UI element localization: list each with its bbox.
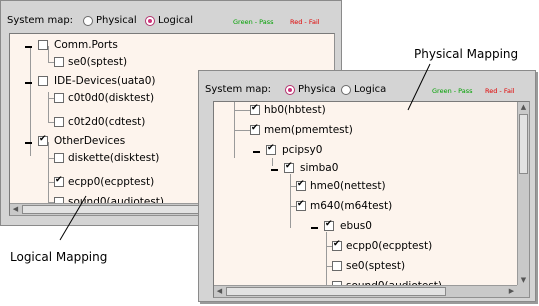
tree-row-label: IDE-Devices(uata0) bbox=[54, 75, 156, 87]
tree-row-label: c0t0d0(disktest) bbox=[68, 92, 155, 104]
physical-mapping-callout: Physical Mapping bbox=[414, 47, 519, 61]
tree-row-label: m640(m64test) bbox=[310, 200, 393, 212]
scroll-up-icon[interactable]: ▲ bbox=[520, 103, 527, 111]
system-map-header: System map: Physica Logica Green - Pass … bbox=[205, 82, 529, 100]
tree-row-label: Comm.Ports bbox=[54, 39, 118, 51]
collapse-toggle-icon[interactable] bbox=[24, 138, 33, 147]
collapse-toggle-icon[interactable] bbox=[252, 147, 261, 156]
checkbox-checked[interactable] bbox=[296, 199, 306, 211]
physical-mapping-window: System map: Physica Logica Green - Pass … bbox=[198, 70, 536, 302]
checkbox-checked[interactable] bbox=[250, 103, 260, 115]
checkbox-checked[interactable] bbox=[332, 239, 342, 251]
tree-row-label: hme0(nettest) bbox=[310, 180, 386, 192]
scrollbar-corner bbox=[517, 285, 529, 297]
checkbox[interactable] bbox=[38, 40, 48, 50]
physical-radio[interactable] bbox=[285, 85, 295, 95]
horizontal-scrollbar[interactable]: ◀ ▶ bbox=[214, 285, 517, 297]
checkbox[interactable] bbox=[54, 117, 64, 127]
collapse-toggle-icon[interactable] bbox=[24, 78, 33, 87]
tree-row-label: ecpp0(ecpptest) bbox=[346, 240, 433, 252]
checkbox-checked[interactable] bbox=[296, 179, 306, 191]
checkbox[interactable] bbox=[54, 153, 64, 163]
physical-device-tree[interactable]: hb0(hbtest) mem(pmemtest) pcipsy0 simba0… bbox=[213, 101, 530, 298]
tree-row-label: mem(pmemtest) bbox=[264, 124, 353, 136]
scroll-left-icon[interactable]: ◀ bbox=[12, 205, 19, 213]
tree-row-label: c0t2d0(cdtest) bbox=[68, 116, 146, 128]
checkbox-checked[interactable] bbox=[38, 134, 48, 146]
collapse-toggle-icon[interactable] bbox=[270, 165, 279, 174]
legend-fail: Red - Fail bbox=[485, 87, 515, 95]
logical-radio[interactable] bbox=[145, 16, 155, 26]
system-map-label: System map: bbox=[205, 84, 272, 95]
collapse-toggle-icon[interactable] bbox=[24, 42, 33, 51]
legend-pass: Green - Pass bbox=[432, 87, 473, 95]
tree-row-label: diskette(disktest) bbox=[68, 152, 160, 164]
physical-radio-label: Physical bbox=[96, 15, 137, 26]
checkbox[interactable] bbox=[54, 57, 64, 67]
checkbox-checked[interactable] bbox=[250, 123, 260, 135]
vertical-scroll-thumb[interactable] bbox=[519, 114, 528, 174]
checkbox[interactable] bbox=[54, 93, 64, 103]
horizontal-scroll-thumb[interactable] bbox=[226, 287, 446, 296]
tree-row-label: OtherDevices bbox=[54, 135, 126, 147]
system-map-header: System map: Physical Logical Green - Pas… bbox=[7, 13, 335, 31]
logical-mapping-callout: Logical Mapping bbox=[10, 250, 108, 264]
physical-radio[interactable] bbox=[83, 16, 93, 26]
horizontal-scroll-thumb[interactable] bbox=[22, 205, 222, 214]
checkbox-checked[interactable] bbox=[284, 161, 294, 173]
checkbox[interactable] bbox=[38, 76, 48, 86]
logical-radio-label: Logical bbox=[158, 15, 194, 26]
tree-row-label: ebus0 bbox=[340, 220, 372, 232]
physical-radio-label: Physica bbox=[298, 84, 336, 95]
scroll-right-icon[interactable]: ▶ bbox=[508, 287, 515, 295]
system-map-label: System map: bbox=[7, 15, 74, 26]
tree-row-label: pcipsy0 bbox=[282, 144, 323, 156]
checkbox-checked[interactable] bbox=[54, 175, 64, 187]
logical-radio[interactable] bbox=[341, 85, 351, 95]
tree-row-label: hb0(hbtest) bbox=[264, 104, 326, 116]
tree-row-label: ecpp0(ecpptest) bbox=[68, 176, 155, 188]
checkbox-checked[interactable] bbox=[266, 143, 276, 155]
vertical-scrollbar[interactable]: ▲ ▼ bbox=[517, 102, 529, 285]
collapse-toggle-icon[interactable] bbox=[310, 223, 319, 232]
scroll-left-icon[interactable]: ◀ bbox=[216, 287, 223, 295]
checkbox[interactable] bbox=[332, 261, 342, 271]
checkbox-checked[interactable] bbox=[324, 219, 334, 231]
legend-pass: Green - Pass bbox=[233, 18, 274, 26]
logical-radio-label: Logica bbox=[354, 84, 387, 95]
legend-fail: Red - Fail bbox=[290, 18, 320, 26]
tree-row-label: simba0 bbox=[300, 162, 339, 174]
tree-row-label: se0(sptest) bbox=[68, 56, 128, 68]
scroll-down-icon[interactable]: ▼ bbox=[520, 276, 527, 284]
tree-row-label: se0(sptest) bbox=[346, 260, 406, 272]
